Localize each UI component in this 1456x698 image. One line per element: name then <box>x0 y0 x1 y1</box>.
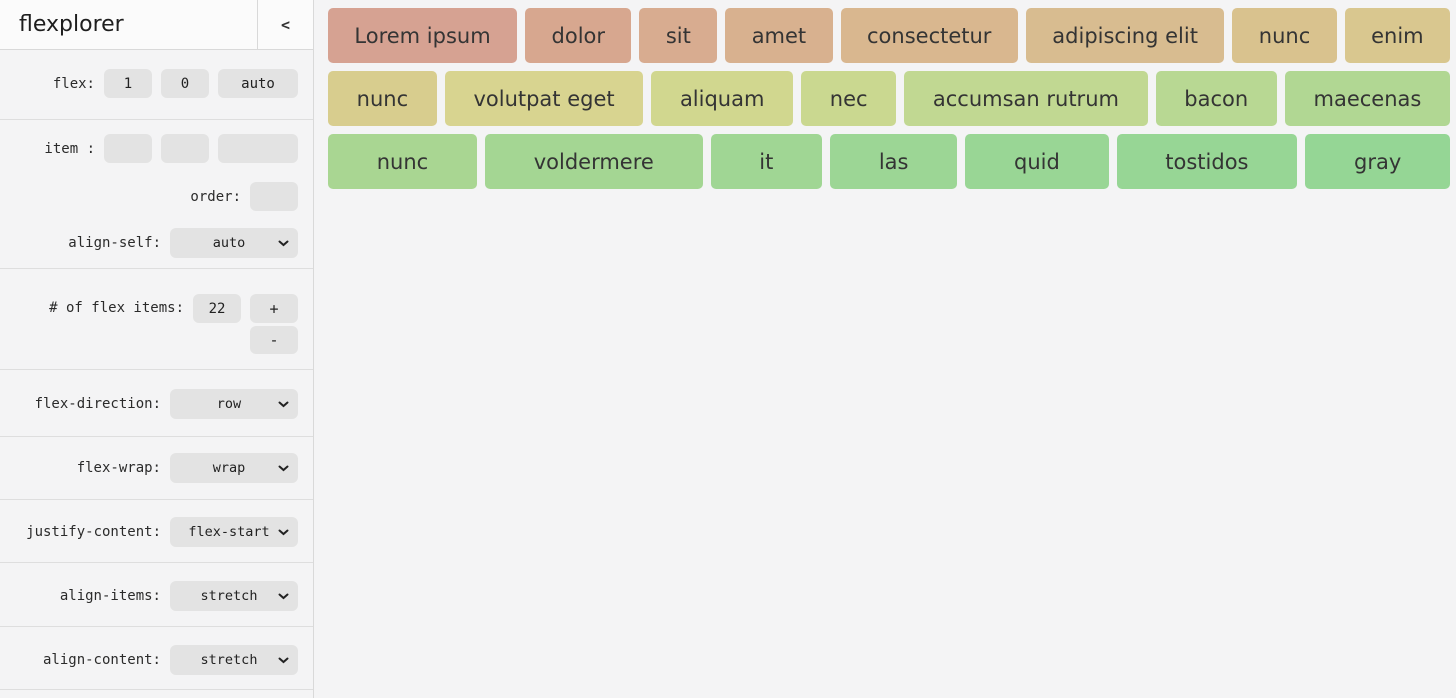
item-count-controls: # of flex items: + - <box>0 294 313 354</box>
flex-item[interactable]: volutpat eget <box>444 71 644 126</box>
sidebar-collapse-button[interactable]: < <box>257 0 313 49</box>
justify-content-controls: justify-content: flex-start <box>0 517 313 547</box>
flex-item[interactable]: consectetur <box>840 8 1018 63</box>
justify-content-section: justify-content: flex-start <box>0 517 313 563</box>
align-content-select[interactable]: stretch <box>170 645 298 675</box>
flex-item[interactable]: nunc <box>328 134 477 189</box>
align-self-label: align-self: <box>68 235 161 251</box>
align-items-section: align-items: stretch <box>0 581 313 627</box>
align-items-value: stretch <box>200 588 258 604</box>
flex-item[interactable]: it <box>710 134 823 189</box>
flex-direction-select[interactable]: row <box>170 389 298 419</box>
flex-wrap-select[interactable]: wrap <box>170 453 298 483</box>
chevron-down-icon <box>278 240 289 247</box>
item-shrink-input[interactable] <box>161 134 209 163</box>
flex-item[interactable]: quid <box>965 134 1109 189</box>
item-label: item : <box>44 140 95 157</box>
flex-direction-controls: flex-direction: row <box>0 389 313 419</box>
align-items-select[interactable]: stretch <box>170 581 298 611</box>
flex-item[interactable]: nec <box>801 71 897 126</box>
flex-wrap-section: flex-wrap: wrap <box>0 453 313 500</box>
justify-content-value: flex-start <box>188 524 270 540</box>
justify-content-label: justify-content: <box>26 524 161 540</box>
flex-wrap-value: wrap <box>212 460 246 476</box>
flex-item[interactable]: maecenas <box>1284 71 1450 126</box>
align-self-select[interactable]: auto <box>170 228 298 258</box>
item-grow-input[interactable] <box>104 134 152 163</box>
chevron-down-icon <box>278 657 289 664</box>
flex-item[interactable]: amet <box>725 8 833 63</box>
flex-item[interactable]: gray <box>1305 134 1450 189</box>
flex-item[interactable]: enim <box>1344 8 1451 63</box>
chevron-down-icon <box>278 529 289 536</box>
flex-item[interactable]: dolor <box>525 8 632 63</box>
chevron-down-icon <box>278 465 289 472</box>
item-count-section: # of flex items: + - <box>0 294 313 370</box>
flex-shrink-input[interactable] <box>161 69 209 98</box>
justify-content-select[interactable]: flex-start <box>170 517 298 547</box>
flex-item[interactable]: las <box>830 134 958 189</box>
order-controls: order: <box>0 182 313 211</box>
add-item-button[interactable]: + <box>250 294 298 323</box>
flex-direction-label: flex-direction: <box>34 396 161 412</box>
flex-direction-section: flex-direction: row <box>0 389 313 437</box>
align-content-section: align-content: stretch <box>0 645 313 690</box>
sidebar-header: flexplorer < <box>0 0 313 50</box>
flex-basis-input[interactable] <box>218 69 298 98</box>
flex-item[interactable]: tostidos <box>1116 134 1298 189</box>
align-items-label: align-items: <box>59 588 161 604</box>
align-self-controls: align-self: auto <box>0 228 313 258</box>
item-count-steppers: + - <box>250 294 298 354</box>
flex-item[interactable]: adipiscing elit <box>1025 8 1225 63</box>
order-label: order: <box>190 188 241 205</box>
flex-grow-input[interactable] <box>104 69 152 98</box>
align-content-label: align-content: <box>42 652 161 668</box>
item-controls: item : <box>0 134 313 163</box>
chevron-down-icon <box>278 593 289 600</box>
flex-shorthand-section: flex: <box>0 69 313 120</box>
remove-item-button[interactable]: - <box>250 326 298 354</box>
item-count-input[interactable] <box>193 294 241 323</box>
flex-wrap-label: flex-wrap: <box>76 460 161 476</box>
order-input[interactable] <box>250 182 298 211</box>
flex-item[interactable]: bacon <box>1155 71 1277 126</box>
flex-item[interactable]: voldermere <box>484 134 703 189</box>
flex-row-controls: flex: <box>0 69 313 98</box>
page-title: flexplorer <box>19 12 124 37</box>
item-basis-input[interactable] <box>218 134 298 163</box>
flex-item[interactable]: Lorem ipsum <box>328 8 518 63</box>
align-content-value: stretch <box>200 652 258 668</box>
flex-item[interactable]: nunc <box>1232 8 1337 63</box>
item-section: item : order: align-self: auto <box>0 134 313 269</box>
align-items-controls: align-items: stretch <box>0 581 313 611</box>
flex-direction-value: row <box>216 396 242 412</box>
flex-item[interactable]: accumsan rutrum <box>904 71 1148 126</box>
chevron-down-icon <box>278 401 289 408</box>
sidebar: flexplorer < flex: item : order: <box>0 0 314 698</box>
flex-item[interactable]: aliquam <box>651 71 794 126</box>
flex-item[interactable]: nunc <box>328 71 437 126</box>
item-count-label: # of flex items: <box>49 300 184 316</box>
flex-label: flex: <box>52 75 95 92</box>
flex-wrap-controls: flex-wrap: wrap <box>0 453 313 483</box>
chevron-left-icon: < <box>280 15 291 34</box>
align-self-value: auto <box>212 235 246 251</box>
flex-item[interactable]: sit <box>639 8 718 63</box>
align-content-controls: align-content: stretch <box>0 645 313 675</box>
